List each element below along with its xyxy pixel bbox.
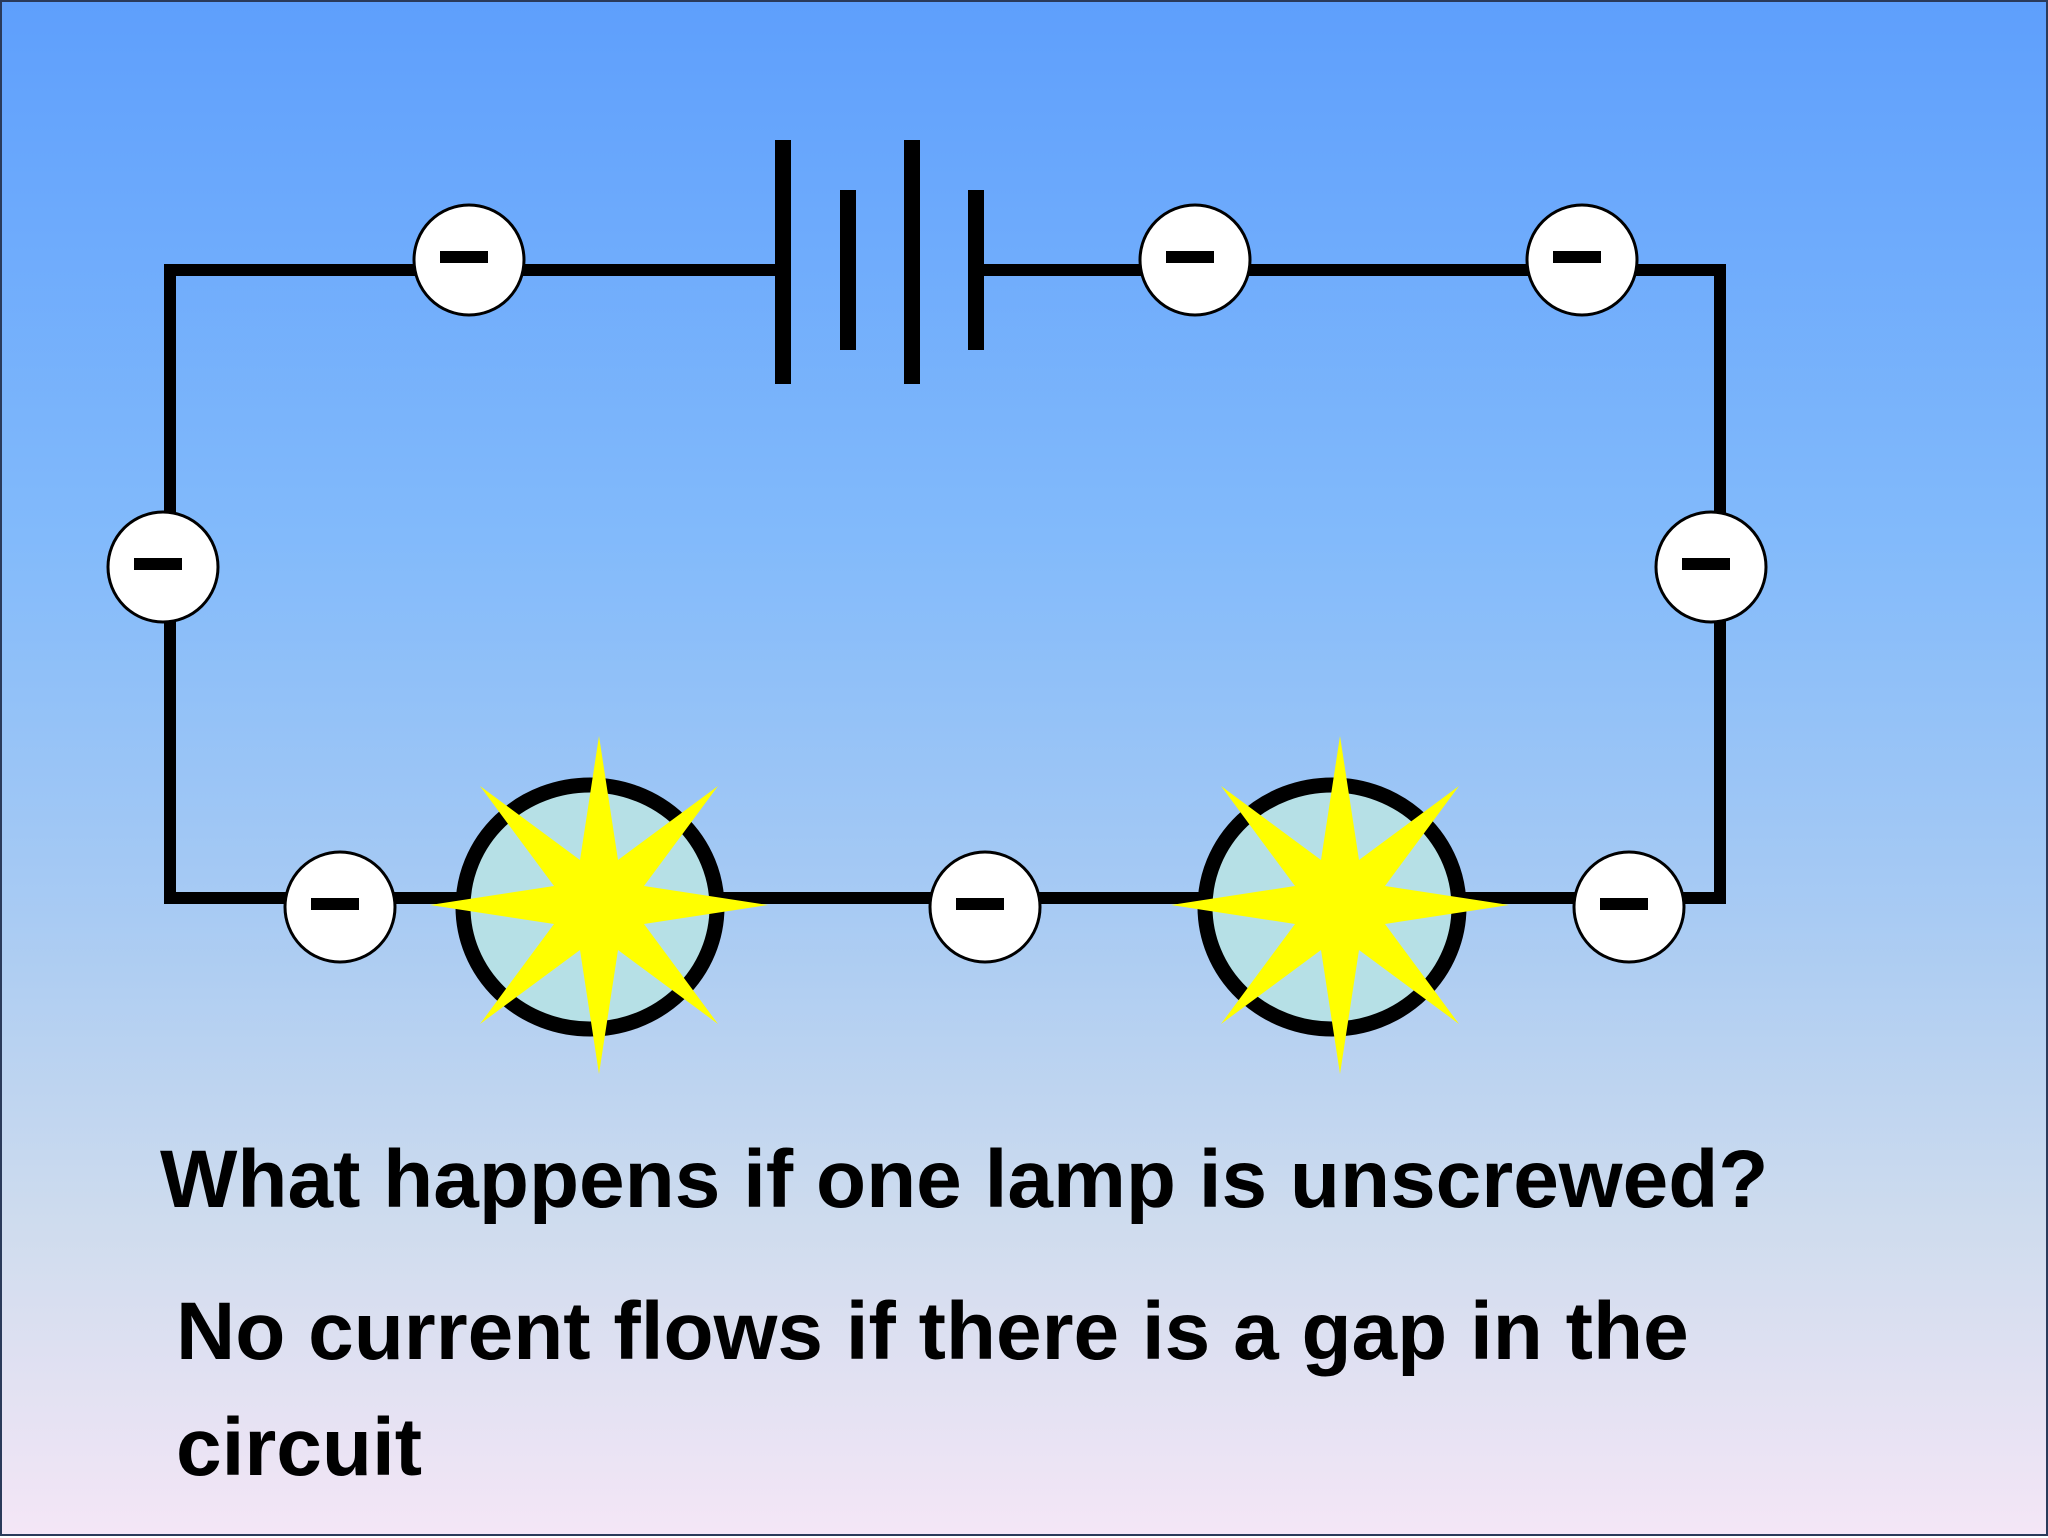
cell-plate-short-2 (968, 190, 984, 350)
question-text: What happens if one lamp is unscrewed? (160, 1134, 1769, 1225)
electron-bottom-left (283, 850, 397, 964)
electron-bottom-middle (928, 850, 1042, 964)
electron-top-left (412, 203, 526, 317)
electron-top-right (1525, 203, 1639, 317)
circuit-wires (164, 264, 1726, 904)
cell-plate-long-1 (775, 140, 791, 384)
lamp-2-glow-star-icon (1171, 736, 1509, 1074)
lamp-1 (430, 736, 768, 1074)
cell-plate-long-2 (904, 140, 920, 384)
lamp-2 (1171, 736, 1509, 1074)
electron-right (1654, 510, 1768, 624)
electron-left (106, 510, 220, 624)
electron-top-middle (1138, 203, 1252, 317)
electrons (106, 203, 1768, 964)
electron-bottom-right (1572, 850, 1686, 964)
battery-icon (775, 140, 984, 384)
cell-plate-short-1 (840, 190, 856, 350)
answer-text: No current flows if there is a gap in th… (176, 1286, 1689, 1493)
lamp-1-glow-star-icon (430, 736, 768, 1074)
